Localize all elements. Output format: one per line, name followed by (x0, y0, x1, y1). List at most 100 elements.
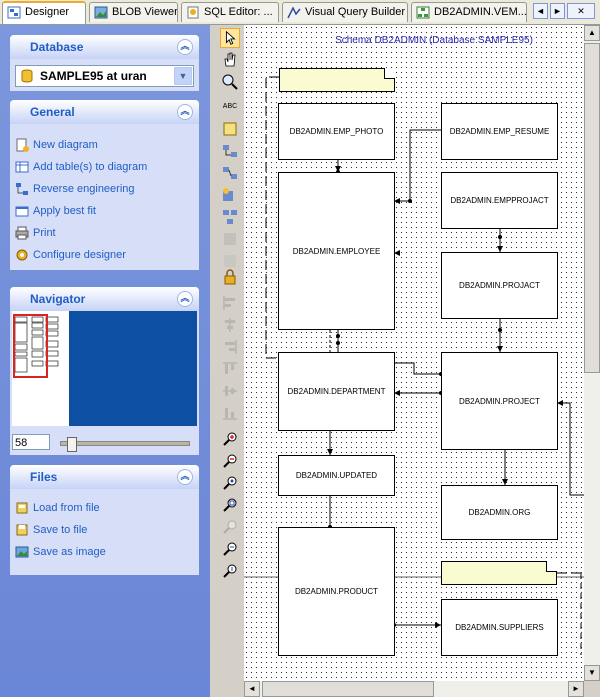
tab-blob-viewer[interactable]: BLOB Viewer (89, 2, 178, 22)
vertical-scroll-thumb[interactable] (584, 43, 600, 373)
zoom-in-icon[interactable] (220, 429, 240, 449)
diagram-note[interactable] (441, 561, 557, 585)
collapse-icon[interactable]: ︽ (177, 104, 193, 120)
table-product[interactable]: DB2ADMIN.PRODUCT (278, 527, 395, 656)
database-panel-header[interactable]: Database ︽ (10, 35, 199, 59)
table-emp-resume[interactable]: DB2ADMIN.EMP_RESUME (441, 103, 558, 160)
navigator-diagram-thumbnail (14, 316, 59, 373)
zoom-selection-icon[interactable] (220, 517, 240, 537)
diagram-note[interactable] (279, 68, 395, 92)
apply-best-fit-link[interactable]: Apply best fit (10, 200, 199, 222)
navigator-map[interactable] (12, 311, 197, 426)
horizontal-scroll-thumb[interactable] (262, 681, 434, 697)
group-tool-icon[interactable] (220, 229, 240, 249)
table-department[interactable]: DB2ADMIN.DEPARTMENT (278, 352, 395, 431)
layout-tool-icon[interactable] (220, 207, 240, 227)
image-icon (94, 6, 108, 19)
save-to-file-link[interactable]: Save to file (10, 519, 199, 541)
printer-icon (15, 226, 29, 240)
zoom-fit-icon[interactable] (220, 495, 240, 515)
tab-db2admin-vem[interactable]: DB2ADMIN.VEM... (411, 2, 527, 22)
table-emp-photo[interactable]: DB2ADMIN.EMP_PHOTO (278, 103, 395, 160)
table-suppliers[interactable]: DB2ADMIN.SUPPLIERS (441, 599, 558, 656)
table-projact[interactable]: DB2ADMIN.PROJACT (441, 252, 558, 319)
save-as-image-link[interactable]: Save as image (10, 541, 199, 563)
navigator-panel-header[interactable]: Navigator ︽ (10, 287, 199, 311)
print-link[interactable]: Print (10, 222, 199, 244)
files-panel-header[interactable]: Files ︽ (10, 465, 199, 489)
vertical-scrollbar[interactable]: ▲ ▼ (584, 25, 600, 681)
collapse-icon[interactable]: ︽ (177, 469, 193, 485)
tab-designer[interactable]: Designer (2, 1, 86, 24)
horizontal-scrollbar[interactable]: ◄ ► (244, 681, 584, 697)
query-icon (287, 6, 301, 19)
align-middle-icon[interactable] (220, 381, 240, 401)
collapse-icon[interactable]: ︽ (177, 39, 193, 55)
tab-visual-query-builder[interactable]: Visual Query Builder (282, 2, 408, 22)
align-left-icon[interactable] (220, 293, 240, 313)
general-panel-header[interactable]: General ︽ (10, 100, 199, 124)
align-bottom-icon[interactable] (220, 403, 240, 423)
scroll-up-button[interactable]: ▲ (584, 25, 600, 41)
note-tool-icon[interactable] (220, 119, 240, 139)
load-from-file-link[interactable]: Load from file (10, 497, 199, 519)
zoom-out-icon[interactable] (220, 451, 240, 471)
scroll-left-button[interactable]: ◄ (244, 681, 260, 697)
table-org[interactable]: DB2ADMIN.ORG (441, 485, 558, 540)
reverse-engineering-icon (16, 183, 28, 195)
pane-splitter[interactable] (210, 25, 217, 697)
table-add-icon (15, 161, 29, 173)
schema-caption: Schema DB2ADMIN (Database SAMPLE95) (335, 35, 533, 46)
navigator-empty-area (69, 311, 197, 426)
align-center-icon[interactable] (220, 315, 240, 335)
reverse-engineering-link[interactable]: Reverse engineering (10, 178, 199, 200)
sql-icon (187, 6, 199, 19)
load-file-icon (16, 502, 28, 514)
align-right-icon[interactable] (220, 337, 240, 357)
diagram-canvas[interactable]: Schema DB2ADMIN (Database SAMPLE95) DB2A… (244, 25, 584, 681)
task-pane: Database ︽ SAMPLE95 at uran ▼ General ︽ … (0, 25, 210, 697)
align-top-icon[interactable] (220, 359, 240, 379)
save-image-icon (15, 546, 29, 558)
table-empprojact[interactable]: DB2ADMIN.EMPPROJACT (441, 172, 558, 229)
ungroup-tool-icon[interactable] (220, 251, 240, 271)
link-tool-icon[interactable] (220, 163, 240, 183)
configure-designer-link[interactable]: Configure designer (10, 244, 199, 266)
table-updated[interactable]: DB2ADMIN.UPDATED (278, 455, 395, 496)
lock-icon[interactable] (220, 267, 240, 287)
files-panel: Files ︽ Load from file Save to file Save… (10, 465, 199, 575)
zoom-icon[interactable] (220, 72, 240, 92)
table-project[interactable]: DB2ADMIN.PROJECT (441, 352, 558, 450)
navigator-viewport-rect[interactable] (13, 314, 48, 378)
new-diagram-icon (16, 138, 29, 152)
collapse-icon[interactable]: ︽ (177, 291, 193, 307)
chevron-down-icon[interactable]: ▼ (174, 67, 192, 85)
add-tables-link[interactable]: Add table(s) to diagram (10, 156, 199, 178)
zoom-slider-thumb[interactable] (67, 437, 77, 452)
database-icon (21, 69, 33, 83)
relation-tool-icon[interactable] (220, 141, 240, 161)
database-select[interactable]: SAMPLE95 at uran ▼ (15, 65, 194, 87)
zoom-slider[interactable] (60, 437, 190, 452)
pointer-icon[interactable] (220, 28, 240, 48)
add-table-tool-icon[interactable] (220, 185, 240, 205)
designer-toolbar: ABC (218, 25, 242, 697)
scroll-right-button[interactable]: ► (568, 681, 584, 697)
tab-close-button[interactable]: ✕ (567, 3, 595, 19)
tab-scroll-right-button[interactable]: ► (550, 3, 565, 19)
tab-scroll-left-button[interactable]: ◄ (533, 3, 548, 19)
text-tool-icon[interactable]: ABC (222, 103, 238, 110)
view-icon (416, 6, 430, 19)
tab-sql-editor[interactable]: SQL Editor: ... (181, 2, 279, 22)
best-fit-icon (15, 206, 29, 217)
designer-icon (7, 6, 21, 19)
zoom-page-icon[interactable] (220, 539, 240, 559)
hand-icon[interactable] (220, 50, 240, 70)
zoom-100-icon[interactable] (220, 473, 240, 493)
zoom-width-icon[interactable] (220, 561, 240, 581)
table-employee[interactable]: DB2ADMIN.EMPLOYEE (278, 172, 395, 330)
navigator-panel: Navigator ︽ 58 (10, 287, 199, 455)
scroll-down-button[interactable]: ▼ (584, 665, 600, 681)
new-diagram-link[interactable]: New diagram (10, 134, 199, 156)
zoom-input[interactable]: 58 (12, 434, 50, 450)
